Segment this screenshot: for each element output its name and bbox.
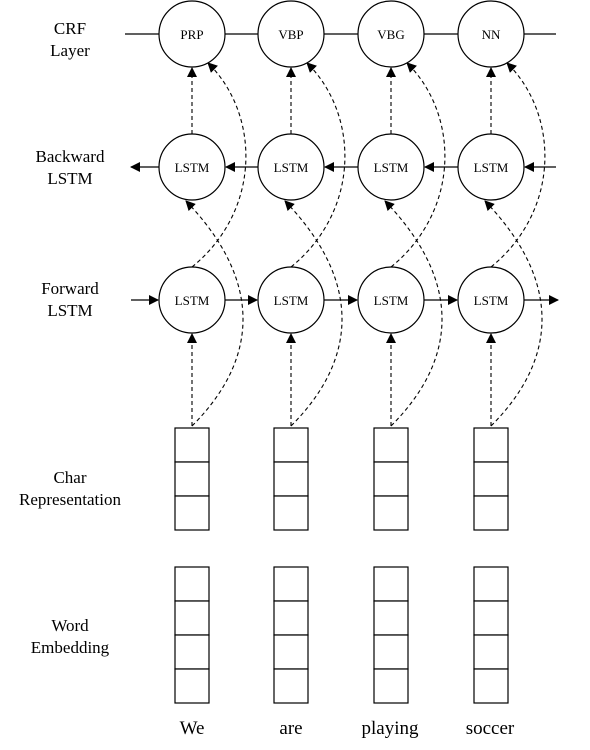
backward-lstm-node-label: LSTM [474, 160, 509, 175]
backward-lstm-node-label: LSTM [274, 160, 309, 175]
forward-lstm-node [457, 266, 525, 334]
word-label: playing [361, 718, 419, 739]
crf-tag-node-label: VBG [377, 27, 404, 42]
word-embedding-cell [174, 668, 210, 704]
backward-lstm-label: Backward LSTM [0, 146, 140, 190]
crf-tag-node [158, 0, 226, 68]
forward-lstm-node-label: LSTM [374, 293, 409, 308]
crf-tag-node [457, 0, 525, 68]
word-embedding-cell [273, 566, 309, 602]
crf-tag-node [357, 0, 425, 68]
backward-lstm-node [357, 133, 425, 201]
word-embedding-cell [174, 566, 210, 602]
char-representation-cell [373, 461, 409, 497]
embedding-boxes [174, 427, 509, 704]
word-label-line1: Word [51, 616, 89, 635]
backward-lstm-node-label: LSTM [175, 160, 210, 175]
word-embedding-cell [174, 600, 210, 636]
char-label-line2: Representation [19, 490, 121, 509]
backward-label-line2: LSTM [47, 169, 93, 188]
backward-label-line1: Backward [35, 147, 105, 166]
word-embedding-cell [273, 634, 309, 670]
forward-lstm-node-label: LSTM [274, 293, 309, 308]
word-embedding-cell [373, 634, 409, 670]
word-embedding-cell [473, 668, 509, 704]
connection-lines [125, 33, 559, 427]
forward-lstm-node-label: LSTM [474, 293, 509, 308]
char-representation-cell [473, 427, 509, 463]
crf-label-line1: CRF [53, 19, 87, 38]
backward-lstm-node-label: LSTM [374, 160, 409, 175]
backward-lstm-node [158, 133, 226, 201]
forward-label-line1: Forward [41, 279, 99, 298]
crf-tag-node-label: VBP [278, 27, 303, 42]
char-representation-cell [373, 495, 409, 531]
crf-tag-node [257, 0, 325, 68]
forward-lstm-node [357, 266, 425, 334]
nodes: PRP VBP VBG NN LSTM LSTM LSTM LSTM LSTM LSTM LSTM L… [158, 0, 525, 334]
word-label-line2: Embedding [30, 638, 110, 657]
char-representation-label: Char Representation [0, 467, 140, 511]
forward-to-crf-arrow [490, 62, 546, 268]
char-representation-cell [273, 495, 309, 531]
backward-lstm-node [457, 133, 525, 201]
word-embedding-label: Word Embedding [0, 615, 140, 659]
word-label: are [279, 718, 303, 739]
char-label-line1: Char [53, 468, 87, 487]
backward-lstm-node [257, 133, 325, 201]
forward-label-line2: LSTM [47, 301, 93, 320]
crf-label-line2: Layer [50, 41, 90, 60]
word-embedding-cell [473, 634, 509, 670]
crf-layer-label: CRF Layer [0, 18, 140, 62]
forward-lstm-node-label: LSTM [175, 293, 210, 308]
char-representation-cell [373, 427, 409, 463]
forward-lstm-node [158, 266, 226, 334]
char-representation-cell [273, 461, 309, 497]
word-embedding-cell [473, 566, 509, 602]
char-representation-cell [174, 461, 210, 497]
word-label: soccer [465, 718, 515, 739]
forward-lstm-node [257, 266, 325, 334]
char-representation-cell [473, 461, 509, 497]
forward-to-crf-arrow [390, 62, 446, 268]
word-embedding-cell [273, 668, 309, 704]
word-embedding-cell [373, 668, 409, 704]
char-representation-cell [174, 427, 210, 463]
char-representation-cell [273, 427, 309, 463]
word-embedding-cell [373, 566, 409, 602]
word-embedding-cell [273, 600, 309, 636]
crf-tag-node-label: NN [482, 27, 501, 42]
forward-to-crf-arrow [191, 62, 247, 268]
word-embedding-cell [373, 600, 409, 636]
word-embedding-cell [174, 634, 210, 670]
char-representation-cell [473, 495, 509, 531]
char-representation-cell [174, 495, 210, 531]
word-label: We [179, 718, 205, 739]
forward-to-crf-arrow [290, 62, 346, 268]
word-embedding-cell [473, 600, 509, 636]
crf-tag-node-label: PRP [180, 27, 203, 42]
forward-lstm-label: Forward LSTM [0, 278, 140, 322]
